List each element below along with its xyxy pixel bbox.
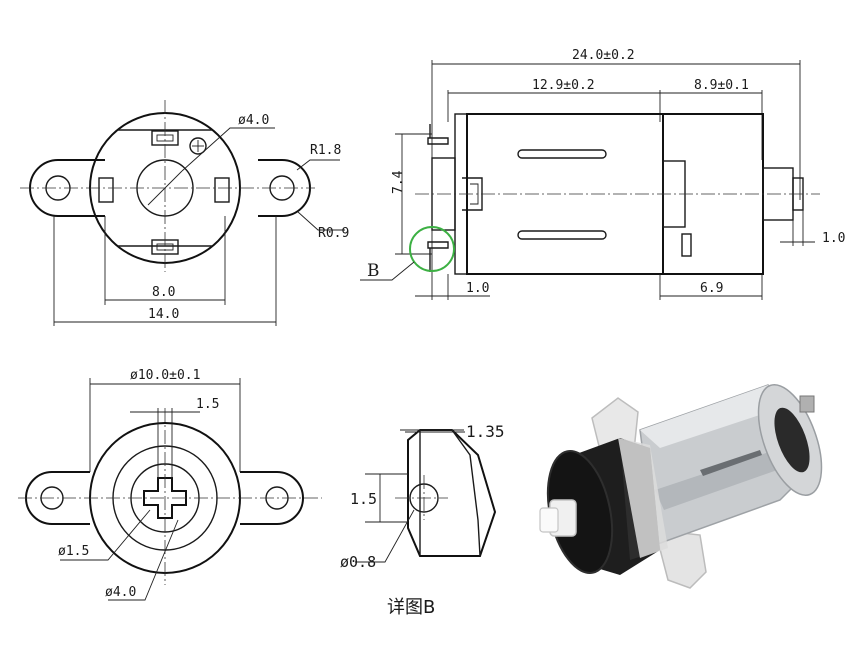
motor-photo (539, 384, 823, 589)
dim-ear-radius: R1.8 (310, 143, 341, 158)
dim-hole-spacing: 8.0 (152, 285, 175, 300)
dim-pin-dia: ø1.5 (58, 544, 89, 559)
dim-detail-hole: ø0.8 (340, 553, 376, 571)
tab-left (98, 177, 114, 203)
dim-body-length: 12.9±0.2 (532, 78, 595, 93)
dim-terminal-width: 1.0 (466, 281, 489, 296)
can-slot-top (517, 149, 607, 159)
detail-b-outline (407, 429, 497, 557)
dim-shaft-dia: ø4.0 (238, 113, 269, 128)
dim-ear-small-radius: R0.9 (318, 226, 349, 241)
side-view: 24.0±0.2 12.9±0.2 8.9±0.1 7.4 (360, 48, 845, 300)
dim-shaft-len: 1.0 (822, 231, 845, 246)
dim-shaft-offset: 6.9 (700, 281, 723, 296)
dim-hub-dia: ø4.0 (105, 585, 136, 600)
dim-height: 7.4 (391, 170, 406, 194)
marker-icon (189, 137, 207, 155)
detail-b-view: 1.35 1.5 ø0.8 详图B (340, 422, 505, 618)
dim-detail-top: 1.35 (466, 422, 505, 441)
detail-b-circle (409, 226, 455, 272)
detail-caption: 详图B (387, 597, 435, 618)
detail-marker-b: B (367, 261, 380, 281)
gear-right-ear (240, 471, 304, 525)
end-view: ø4.0 R1.8 R0.9 8.0 14.0 (20, 100, 349, 326)
dim-gear-dia: ø10.0±0.1 (130, 368, 200, 383)
dim-flange-width: 14.0 (148, 307, 179, 322)
gear-end-view: ø10.0±0.1 1.5 ø1.5 ø4.0 (18, 368, 322, 601)
can-slot-bottom (517, 230, 607, 240)
dim-gear-length: 8.9±0.1 (694, 78, 749, 93)
dim-total-length: 24.0±0.2 (572, 48, 635, 63)
dim-cross-width: 1.5 (196, 397, 219, 412)
tab-right (214, 177, 230, 203)
dim-detail-height: 1.5 (350, 490, 377, 508)
cross-shaft (143, 477, 187, 519)
